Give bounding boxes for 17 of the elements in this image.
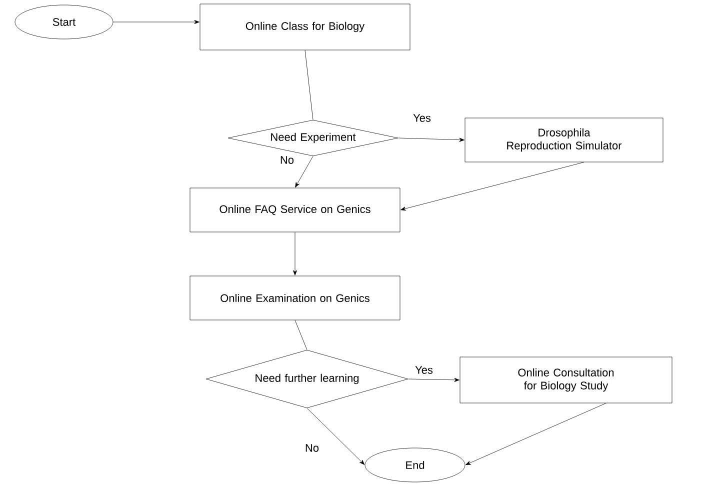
- arrow: [466, 403, 606, 465]
- arrow: [295, 156, 314, 188]
- edge-label: Yes: [412, 113, 432, 123]
- process-box: Online Consultation for Biology Study: [460, 356, 672, 404]
- arrow: [398, 138, 464, 142]
- process-box: Online Class for Biology: [200, 4, 410, 50]
- edge-label: Yes: [414, 365, 434, 375]
- arrow: [408, 378, 460, 382]
- edge-label: No: [278, 155, 296, 165]
- arrow: [293, 232, 297, 276]
- arrow: [113, 20, 200, 24]
- process-box: Drosophila Reproduction Simulator: [464, 118, 664, 162]
- arrow: [400, 162, 584, 211]
- arrow: [306, 408, 365, 465]
- process-box: Online Examination on Genics: [190, 276, 400, 320]
- process-box: Online FAQ Service on Genics: [190, 188, 400, 232]
- edge-label: No: [304, 443, 320, 453]
